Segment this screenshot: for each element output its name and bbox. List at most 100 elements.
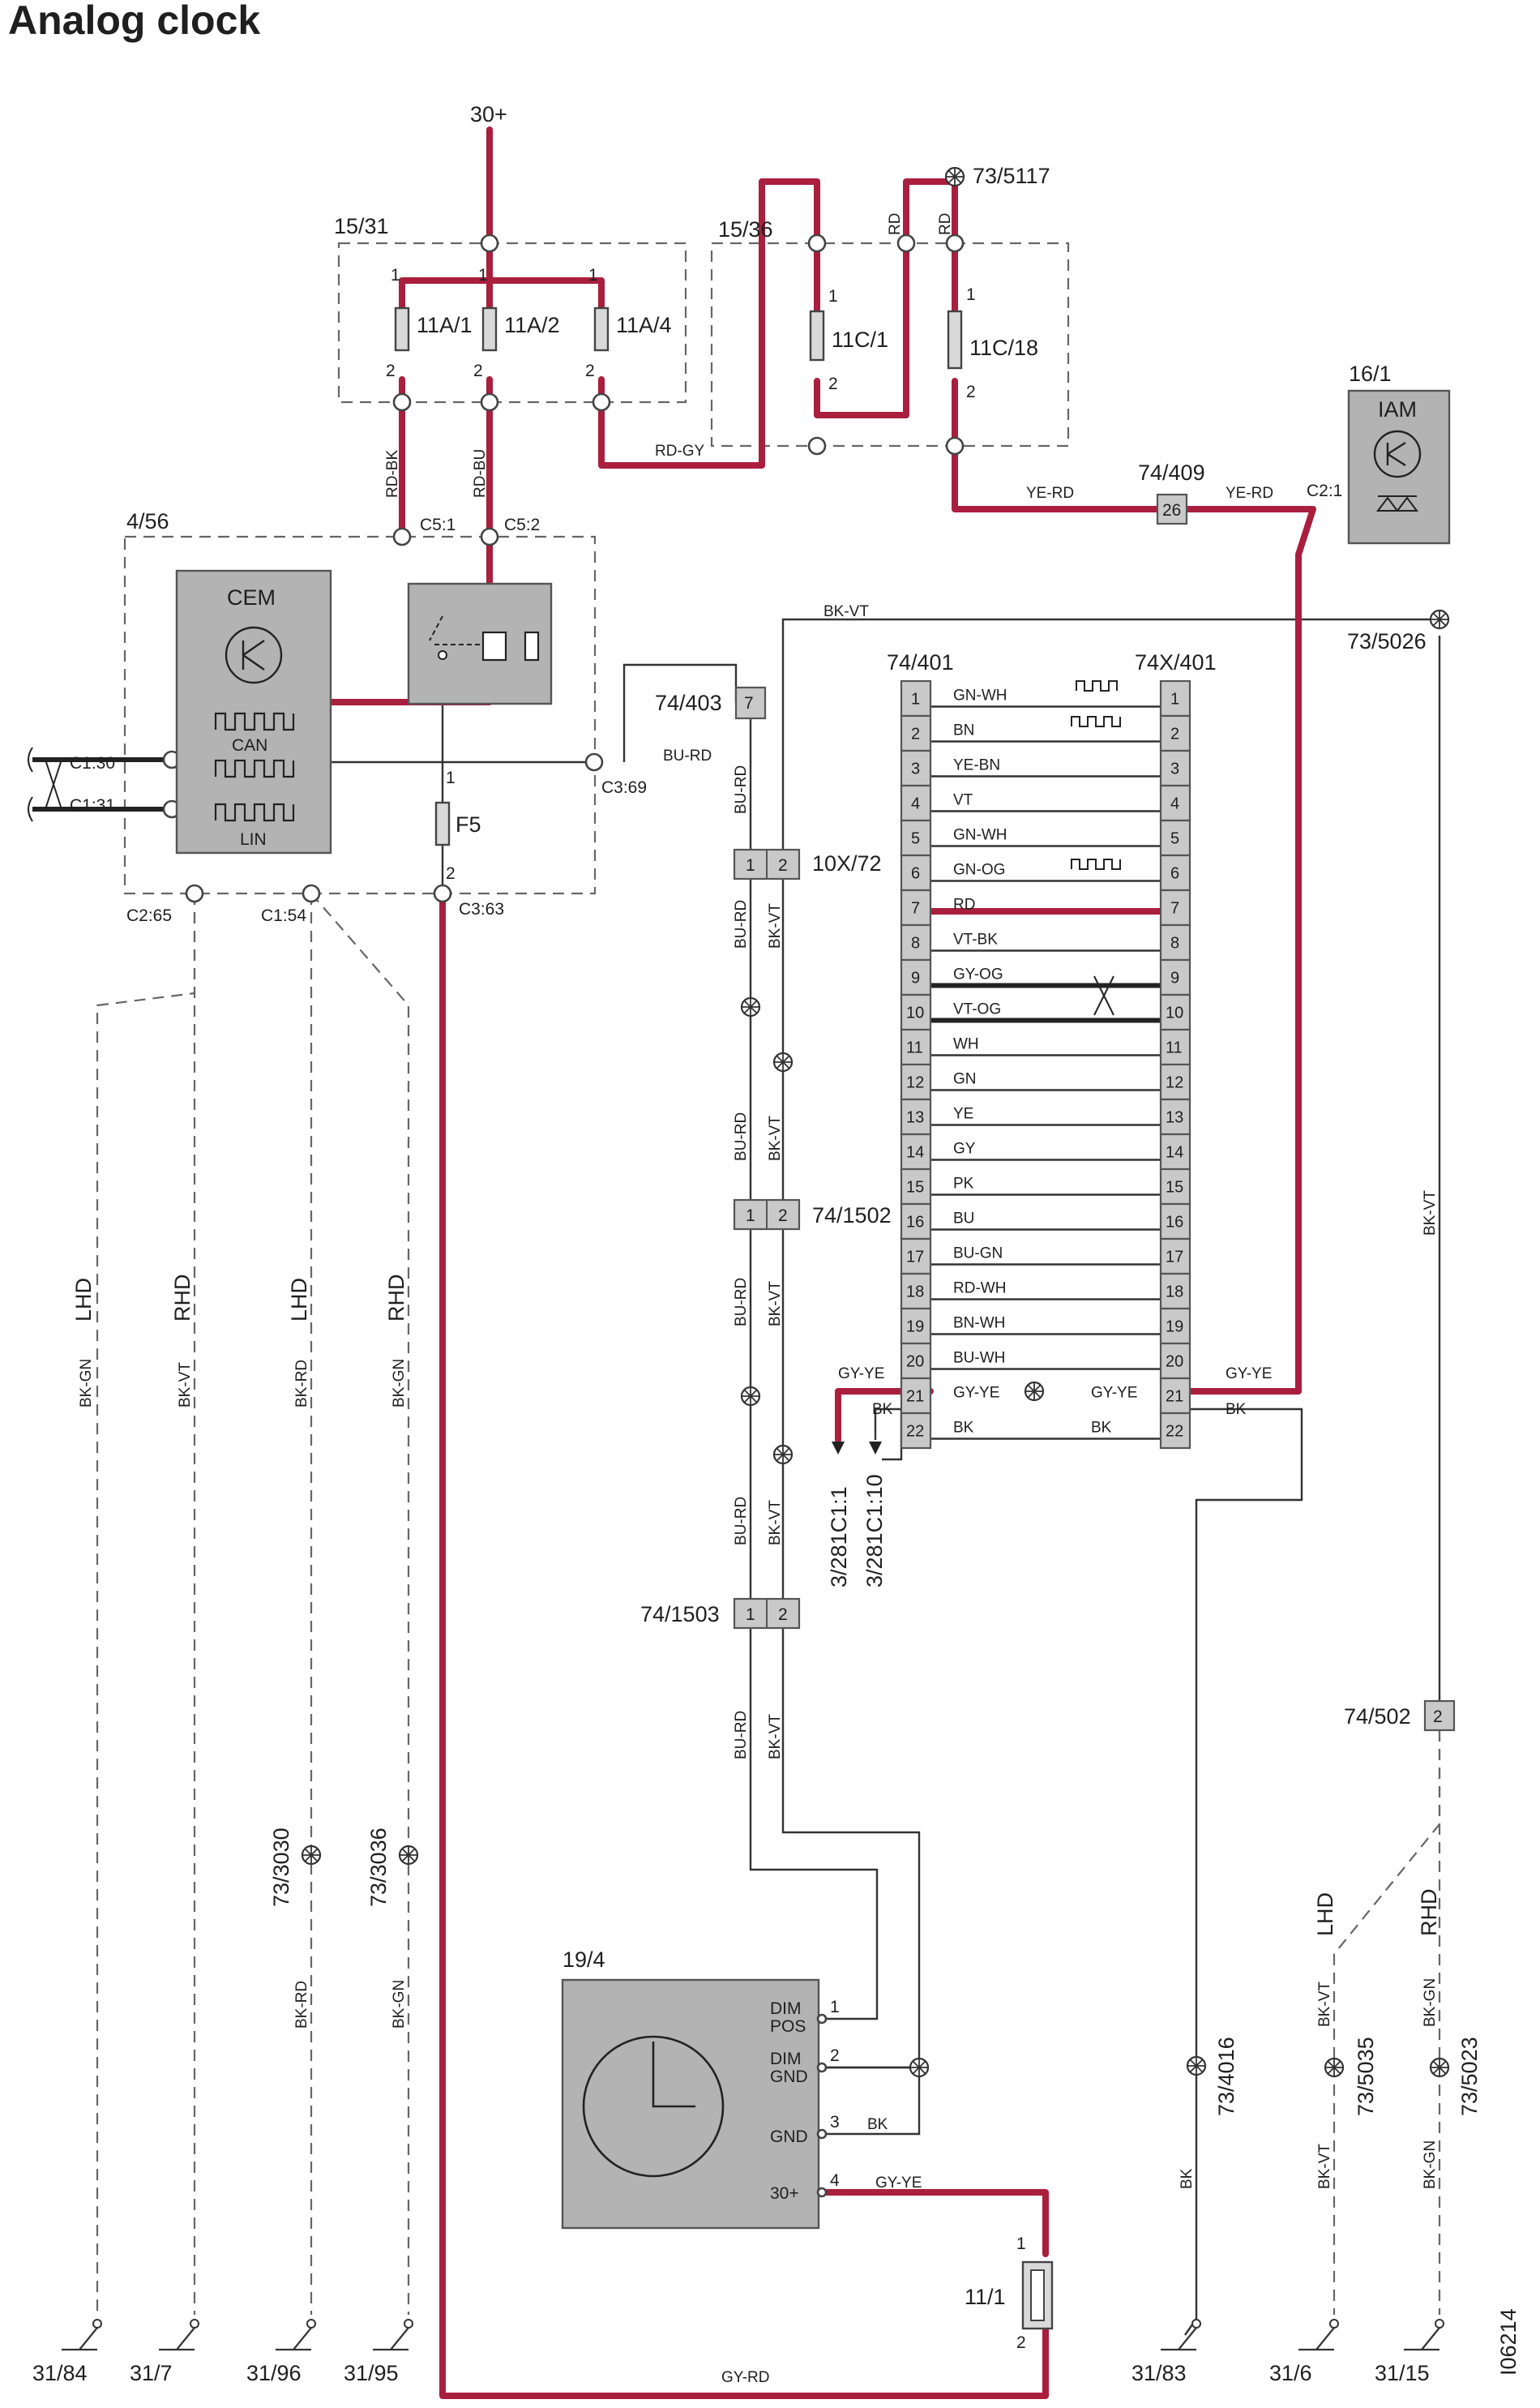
connector-74x401-pin <box>1159 854 1191 892</box>
cem-c1-31-label: C1:31 <box>70 796 115 815</box>
ground-label: 31/95 <box>344 2361 399 2385</box>
signal-pulse-icon <box>1071 716 1121 727</box>
splice-icon <box>774 1053 792 1071</box>
connector-74x401-pin <box>1159 1168 1191 1206</box>
connector-74-401-wire-color: RD-WH <box>953 1280 1006 1297</box>
cem-c3-63-label: C3:63 <box>459 900 504 919</box>
pin-label: 1 <box>1016 2234 1026 2253</box>
connector-74-401-pin-number: 22 <box>906 1423 924 1441</box>
wire-color-ye-rd: YE-RD <box>1226 485 1273 502</box>
ground-label: 31/84 <box>32 2361 88 2385</box>
connector-10x72-label: 10X/72 <box>812 851 882 876</box>
rhd-label: RHD <box>384 1275 409 1322</box>
connector-74x401-pin <box>1159 714 1191 752</box>
iam-triac-icon <box>1376 495 1418 512</box>
pin-label: 2 <box>778 1605 788 1624</box>
relay-resistor-icon <box>524 631 540 662</box>
connector-74x401-pin-number: 2 <box>1170 726 1179 743</box>
connector-74-401-pin-number: 2 <box>911 726 920 743</box>
ground-73-4016-label: 73/4016 <box>1214 2037 1238 2116</box>
lhd-label: LHD <box>287 1278 311 1322</box>
connector-74-401-wire-color: BU-WH <box>953 1350 1005 1367</box>
ground-label: 31/96 <box>246 2361 302 2385</box>
wire-color-bu-rd: BU-RD <box>733 1711 750 1759</box>
wire-color-bk-vt: BK-VT <box>767 1281 784 1326</box>
clock-hands-icon <box>652 2042 695 2108</box>
connector-74x401-pin <box>1159 923 1191 962</box>
connector-74x401-pin <box>1159 958 1191 996</box>
twisted-pair-icon <box>45 759 62 810</box>
connector-74-401-pin <box>900 1168 932 1206</box>
supply-30-label: 30+ <box>470 102 507 126</box>
splice-icon <box>1325 2059 1343 2076</box>
pin-label: 4 <box>830 2171 840 2190</box>
connector-74-401-wire-color: GY <box>953 1141 976 1158</box>
splice-icon <box>742 1387 759 1405</box>
wire-color-bk-vt: BK-VT <box>767 1116 784 1161</box>
cem-lin-pulse-icon <box>214 803 295 822</box>
ground-terminal <box>1329 2319 1339 2329</box>
fuse-box-15-36-outline <box>710 242 1070 448</box>
clock-gnd-label: GND <box>770 2067 808 2086</box>
splice-74-403 <box>734 686 767 720</box>
wire-color-bk: BK <box>1179 2168 1196 2189</box>
connector-74-401-pin <box>900 679 932 718</box>
splice-icon <box>400 1846 417 1864</box>
pin-label: 1 <box>830 1998 840 2016</box>
cem-c1-54-label: C1:54 <box>261 906 306 925</box>
connector-74-401-pin-number: 5 <box>911 830 920 848</box>
ground-icon <box>373 2327 409 2351</box>
pin-label: 1 <box>446 769 456 787</box>
iam-label: IAM <box>1378 397 1417 422</box>
connector-74-401-pin-number: 4 <box>911 795 920 813</box>
ground-73-3036-label: 73/3036 <box>366 1827 391 1907</box>
pin-label: 2 <box>778 856 788 875</box>
connector-74-401-wire-color: BU-GN <box>953 1245 1003 1262</box>
thin-wires <box>32 616 1441 2336</box>
wire-color-gy-rd: GY-RD <box>721 2369 769 2386</box>
wire-color-gy-ye: GY-YE <box>875 2174 922 2192</box>
cem-can-pulse-icon <box>214 712 295 731</box>
connector-74-401-pin <box>900 854 932 892</box>
figure-id: I06214 <box>1496 2308 1521 2376</box>
wire-color-bu-rd: BU-RD <box>733 1497 750 1545</box>
connector-74x401-pin-number: 19 <box>1166 1318 1183 1336</box>
connector-74-401-pin-number: 20 <box>906 1353 924 1371</box>
splice-icon <box>742 998 759 1016</box>
splice-icon <box>1187 2057 1205 2075</box>
cem-c3-69-label: C3:69 <box>601 778 647 797</box>
connector-74-401-wire-color: RD <box>953 897 975 914</box>
connector-74-401-pin-number: 9 <box>911 970 920 988</box>
cem-module-outline <box>123 535 597 895</box>
ground-73-5023-label: 73/5023 <box>1457 2037 1482 2116</box>
wire-color-rd-bk: RD-BK <box>384 450 401 498</box>
fuse-f5-label: F5 <box>456 812 481 837</box>
ground-terminal <box>1435 2319 1444 2329</box>
wire-color-bk-vt: BK-VT <box>823 603 869 620</box>
connector-74-401-wire-color: WH <box>953 1036 979 1053</box>
ground-label: 31/15 <box>1375 2361 1430 2385</box>
fuse-11a-2-label: 11A/2 <box>504 313 560 337</box>
wire-color-bu-rd: BU-RD <box>733 1112 750 1161</box>
wire-color-rd: RD <box>937 213 954 235</box>
connector-74x401-pin <box>1159 1412 1191 1450</box>
connector-74-401-pin-number: 12 <box>906 1074 924 1092</box>
connector-74-401-wire-color: BN <box>953 722 974 739</box>
connector-74-401-wire-color: VT-BK <box>953 932 998 949</box>
wire-color-bk-gn: BK-GN <box>78 1359 95 1408</box>
connector-74x401-pin <box>1159 993 1191 1031</box>
wire-color-bk-vt: BK-VT <box>767 1500 784 1545</box>
splice-icon <box>1431 611 1448 628</box>
connector-74-401-pin <box>900 1342 932 1380</box>
wire-color-bk: BK <box>1226 1401 1247 1418</box>
fuse-box-15-31-label: 15/31 <box>334 214 389 238</box>
fuse-11a-4-label: 11A/4 <box>616 313 672 337</box>
connector-74-502-label: 74/502 <box>1344 1704 1411 1729</box>
cem-c2-65-label: C2:65 <box>126 906 172 925</box>
connector-74-401-wire-color: GN-WH <box>953 827 1007 844</box>
clock-module-id: 19/4 <box>563 1947 605 1972</box>
wire-color-bk-vt: BK-VT <box>1316 1982 1333 2027</box>
bus-end-icon <box>28 747 33 822</box>
clock-face-icon <box>582 2035 725 2178</box>
